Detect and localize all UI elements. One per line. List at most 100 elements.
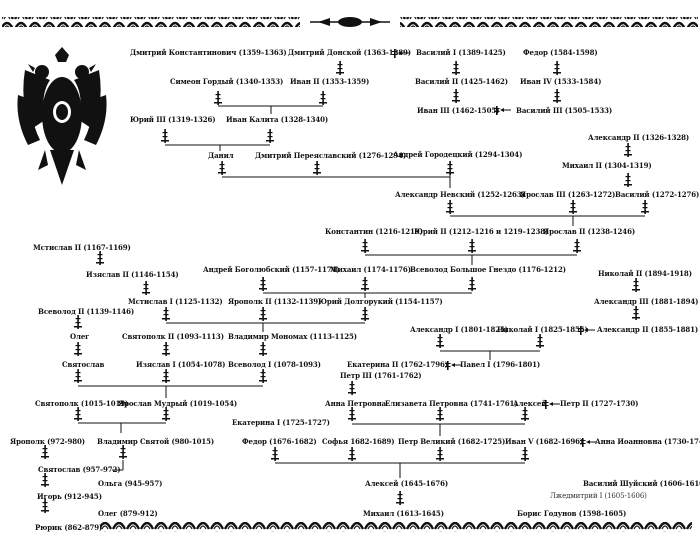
cross-icon (142, 281, 150, 295)
cross-icon (521, 447, 529, 461)
person-label: Алексей (1645-1676) (365, 479, 449, 488)
cross-icon (266, 129, 274, 143)
person-label: Рюрик (862-879) (35, 523, 103, 532)
cross-icon (468, 239, 476, 253)
cross-icon (452, 89, 460, 103)
person-label: Олег (879-912) (98, 509, 158, 518)
cross-icon (218, 161, 226, 175)
cross-icon (162, 307, 170, 321)
person-label: Данил (208, 151, 234, 160)
cross-icon (96, 251, 104, 265)
cross-icon (553, 61, 561, 75)
cross-icon (74, 369, 82, 383)
person-label: Святополк II (1093-1113) (122, 332, 224, 341)
person-label: Изяслав II (1146-1154) (86, 270, 179, 279)
person-label: Александр II (1326-1328) (588, 133, 690, 142)
person-label: Василий III (1505-1533) (516, 106, 613, 115)
cross-icon (396, 491, 404, 505)
cross-icon (162, 407, 170, 421)
cross-icon (41, 499, 49, 513)
cross-icon (259, 342, 267, 356)
person-label: Василий II (1425-1462) (415, 77, 508, 86)
person-label: Николай I (1825-1855) (497, 325, 588, 334)
cross-icon (161, 129, 169, 143)
cross-icon (74, 315, 82, 329)
person-label: Анна Иоанновна (1730-1740) (595, 437, 700, 446)
person-label: Юрий Долгорукий (1154-1157) (318, 297, 443, 306)
person-label: Дмитрий Донской (1363-1389) (288, 48, 411, 57)
cross-icon (361, 239, 369, 253)
cross-icon (348, 407, 356, 421)
person-label: Петр Великий (1682-1725) (398, 437, 506, 446)
person-label: Андрей Боголюбский (1157-1174) (203, 265, 340, 274)
person-label: Иван II (1353-1359) (290, 77, 370, 86)
arrow-icon (392, 49, 409, 58)
person-label: Ярослав Мудрый (1019-1054) (118, 399, 238, 408)
person-label: Юрий III (1319-1326) (130, 115, 216, 124)
cross-icon (162, 342, 170, 356)
cross-icon (632, 306, 640, 320)
person-label: Павел I (1796-1801) (460, 360, 541, 369)
person-label: Константин (1216-1219) (325, 227, 423, 236)
cross-icon (569, 200, 577, 214)
cross-icon (162, 369, 170, 383)
person-label: Екатерина II (1762-1796) (347, 360, 448, 369)
person-label: Всеволод Большое Гнездо (1176-1212) (410, 265, 566, 274)
cross-icon (624, 173, 632, 187)
person-label: Елизавета Петровна (1741-1761) (385, 399, 518, 408)
person-label: Игорь (912-945) (37, 492, 102, 501)
ornament-border-bottom (100, 522, 692, 532)
cross-icon (446, 200, 454, 214)
cross-icon (573, 239, 581, 253)
cross-icon (313, 161, 321, 175)
person-label: Ярополк II (1132-1139) (228, 297, 322, 306)
coat-of-arms-icon (17, 47, 107, 185)
arrow-icon (543, 400, 560, 409)
person-label: Василий Шуйский (1606-1610) (583, 479, 700, 488)
cross-icon (259, 307, 267, 321)
person-label: Борис Годунов (1598-1605) (517, 509, 627, 518)
person-label: Ярослав III (1263-1272) (520, 190, 616, 199)
cross-icon (348, 381, 356, 395)
person-label: Андрей Городецкий (1294-1304) (393, 150, 523, 159)
person-label: Всеволод I (1078-1093) (228, 360, 321, 369)
cross-icon (521, 407, 529, 421)
person-label: Анна Петровна (325, 399, 387, 408)
cross-icon (41, 473, 49, 487)
person-label: Михаил II (1304-1319) (562, 161, 652, 170)
person-label: Лжедмитрий I (1605-1606) (550, 492, 647, 500)
person-label: Алексей (513, 399, 547, 408)
person-label: Владимир Святой (980-1015) (97, 437, 215, 446)
person-label: Василий I (1389-1425) (416, 48, 506, 57)
person-label: Симеон Гордый (1340-1353) (170, 77, 284, 86)
cross-icon (119, 445, 127, 459)
person-label: Владимир Мономах (1113-1125) (228, 332, 357, 341)
cross-icon (436, 407, 444, 421)
person-label: Петр III (1761-1762) (340, 371, 422, 380)
cross-icon (536, 334, 544, 348)
person-label: Петр II (1727-1730) (560, 399, 639, 408)
arrow-icon (445, 361, 462, 370)
cross-icon (632, 278, 640, 292)
person-label: Дмитрий Переяславский (1276-1294) (255, 151, 407, 160)
cross-icon (74, 407, 82, 421)
person-label: Ярослав II (1238-1246) (543, 227, 636, 236)
person-label: Святослав (957-972) (38, 465, 121, 474)
cross-icon (41, 445, 49, 459)
ornament-border-top-left (2, 17, 300, 27)
person-label: Александр I (1801-1825) (410, 325, 508, 334)
person-label: Николай II (1894-1918) (598, 269, 692, 278)
person-label: Екатерина I (1725-1727) (232, 418, 330, 427)
center-ornament-icon (310, 17, 390, 27)
person-label: Александр III (1881-1894) (594, 297, 699, 306)
person-label: Святослав (62, 360, 105, 369)
cross-icon (259, 277, 267, 291)
person-label: Иван Калита (1328-1340) (226, 115, 329, 124)
person-label: Александр II (1855-1881) (597, 325, 699, 334)
cross-icon (259, 369, 267, 383)
cross-icon (436, 447, 444, 461)
person-label: Иван IV (1533-1584) (520, 77, 602, 86)
person-label: Федор (1584-1598) (523, 48, 598, 57)
